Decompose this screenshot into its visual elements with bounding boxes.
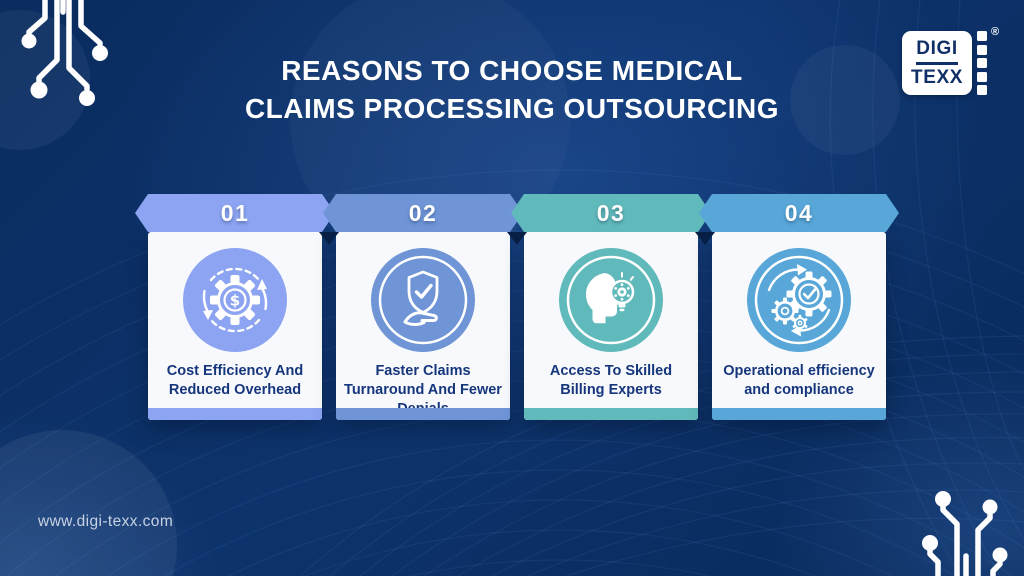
ribbon-fold	[319, 232, 339, 245]
card-accent-strip	[524, 408, 698, 420]
card-accent-strip	[148, 408, 322, 420]
card-number: 01	[220, 199, 250, 226]
shield-check-hand-icon	[371, 248, 475, 352]
ribbon-fold	[695, 232, 715, 245]
card-accent-strip	[336, 408, 510, 420]
registered-trademark: ®	[991, 26, 1000, 38]
reason-card-1: 01	[148, 232, 322, 420]
card-title: Cost Efficiency And Reduced Overhead	[166, 363, 304, 398]
logo-filmstrip	[977, 31, 987, 95]
gears-check-cycle-icon	[747, 248, 851, 352]
card-title: Operational efficiency and compliance	[723, 363, 875, 398]
filmstrip-square	[977, 71, 987, 82]
title-line-2: CLAIMS PROCESSING OUTSOURCING	[244, 93, 780, 124]
svg-text:$: $	[230, 292, 240, 310]
filmstrip-square	[977, 58, 987, 68]
card-number-banner: 01	[135, 194, 335, 232]
page-title: REASONS TO CHOOSE MEDICAL CLAIMS PROCESS…	[0, 52, 1024, 128]
reason-card-4: 04	[695, 232, 886, 420]
filmstrip-square	[977, 31, 987, 41]
logo-text-digi: DIGI	[916, 38, 958, 65]
card-number: 04	[784, 199, 814, 226]
logo-text-texx: TEXX	[910, 66, 964, 88]
reasons-row: 01	[148, 232, 886, 420]
reason-card-2: 02 Faster Claims Turnaround And Fewer De…	[319, 232, 510, 420]
card-number-banner: 03	[511, 194, 711, 232]
ribbon-fold	[507, 232, 527, 245]
card-accent-strip	[712, 408, 886, 420]
reason-card-3: 03	[507, 232, 698, 420]
card-number-banner: 04	[699, 194, 899, 232]
website-url: www.digi-texx.com	[38, 513, 174, 530]
filmstrip-square	[977, 44, 987, 55]
gear-dollar-cycle-icon: $	[183, 248, 287, 352]
digitexx-logo: DIGI TEXX ®	[902, 26, 1004, 100]
head-lightbulb-gear-icon	[559, 248, 663, 352]
card-number: 03	[596, 199, 626, 226]
card-number-banner: 02	[323, 194, 523, 232]
filmstrip-square	[977, 85, 987, 95]
logo-box: DIGI TEXX	[902, 31, 972, 95]
card-number: 02	[408, 199, 438, 226]
card-title: Access To Skilled Billing Experts	[549, 363, 673, 398]
title-line-1: REASONS TO CHOOSE MEDICAL	[281, 55, 743, 86]
circuit-decoration-bottom-right	[922, 491, 1008, 576]
